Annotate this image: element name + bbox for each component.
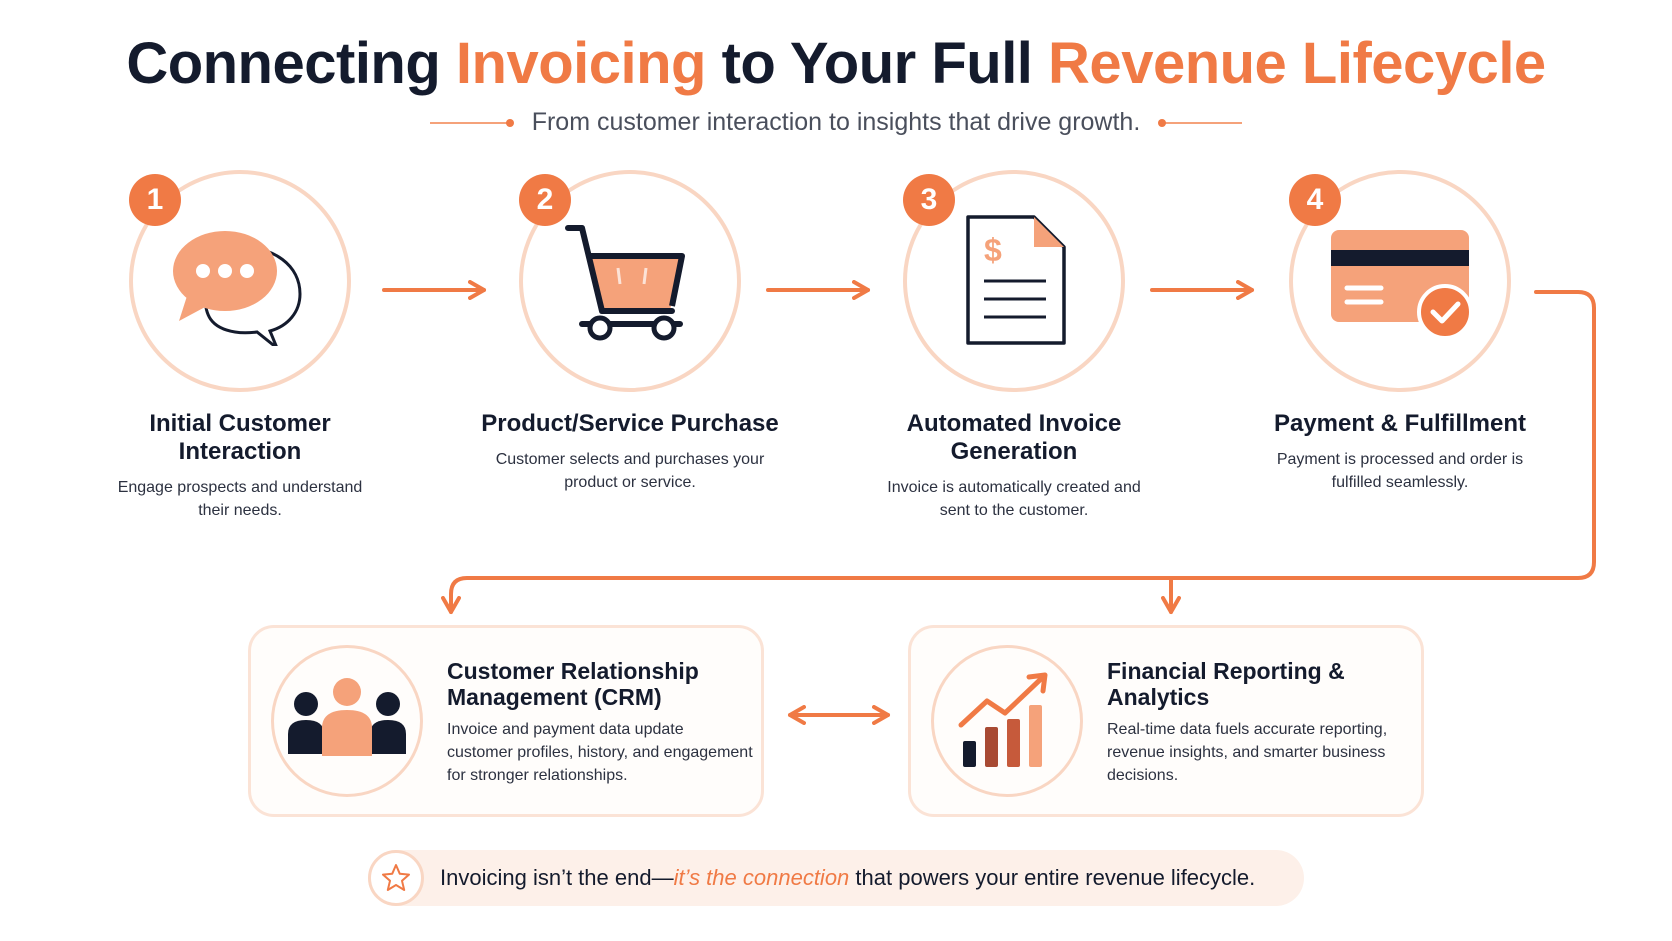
step-automated-invoice-generation: 3 $ Automated Invoice Generation Invoice… bbox=[864, 170, 1164, 522]
footer-text-before: Invoicing isn’t the end— bbox=[440, 865, 674, 890]
card-icon-circle bbox=[931, 645, 1083, 797]
footer-text-highlight: it’s the connection bbox=[673, 865, 850, 890]
footer-banner: Invoicing isn’t the end—it’s the connect… bbox=[368, 850, 1304, 906]
step-number-badge: 2 bbox=[519, 174, 571, 226]
step-title: Product/Service Purchase bbox=[481, 410, 779, 437]
subtitle-divider-left bbox=[429, 118, 514, 127]
invoice-document-icon: $ bbox=[966, 215, 1066, 345]
people-group-icon bbox=[288, 678, 406, 756]
step-icon-circle: 4 bbox=[1289, 170, 1511, 392]
card-title: Financial Reporting & Analytics bbox=[1107, 658, 1345, 710]
footer-text-after: that powers your entire revenue lifecycl… bbox=[849, 865, 1256, 890]
step-description: Payment is processed and order is fulfil… bbox=[1276, 451, 1524, 491]
step-number-badge: 3 bbox=[903, 174, 955, 226]
star-icon bbox=[368, 850, 424, 906]
shopping-cart-icon bbox=[565, 225, 685, 341]
loop-connector bbox=[441, 290, 1596, 614]
subtitle-divider-right bbox=[1158, 118, 1243, 127]
card-financial-reporting: Financial Reporting & Analytics Real-tim… bbox=[908, 625, 1424, 817]
step-icon-circle: 1 bbox=[129, 170, 351, 392]
card-description: Invoice and payment data update customer… bbox=[447, 721, 753, 784]
card-description: Real-time data fuels accurate reporting,… bbox=[1107, 721, 1388, 784]
title-part-1: Connecting bbox=[126, 31, 456, 96]
card-crm: Customer Relationship Management (CRM) I… bbox=[248, 625, 764, 817]
card-title: Customer Relationship Management (CRM) bbox=[447, 658, 699, 710]
step-product-service-purchase: 2 Product/Service Purchase Customer sele… bbox=[480, 170, 780, 494]
step-number-badge: 4 bbox=[1289, 174, 1341, 226]
step-initial-customer-interaction: 1 Initial Customer Interaction Engage pr… bbox=[90, 170, 390, 522]
step-title: Payment & Fulfillment bbox=[1273, 410, 1527, 437]
card-icon-circle bbox=[271, 645, 423, 797]
step-description: Engage prospects and understand their ne… bbox=[117, 479, 363, 519]
bar-chart-growth-icon bbox=[958, 672, 1048, 767]
title-part-2: to Your Full bbox=[705, 31, 1049, 96]
step-title: Automated Invoice Generation bbox=[906, 410, 1122, 465]
subtitle: From customer interaction to insights th… bbox=[531, 108, 1141, 136]
svg-text:$: $ bbox=[984, 232, 1002, 268]
step-icon-circle: 2 bbox=[519, 170, 741, 392]
step-title: Initial Customer Interaction bbox=[149, 410, 331, 465]
step-icon-circle: 3 $ bbox=[903, 170, 1125, 392]
footer-tagline: Invoicing isn’t the end—it’s the connect… bbox=[440, 865, 1255, 891]
step-description: Customer selects and purchases your prod… bbox=[495, 451, 765, 491]
subtitle-row: From customer interaction to insights th… bbox=[0, 108, 1672, 137]
chat-bubbles-icon bbox=[173, 231, 302, 346]
step-description: Invoice is automatically created and sen… bbox=[887, 479, 1141, 519]
title-accent-invoicing: Invoicing bbox=[455, 31, 707, 96]
credit-card-check-icon bbox=[1331, 230, 1473, 340]
title-accent-revenue-lifecycle: Revenue Lifecycle bbox=[1048, 31, 1546, 96]
step-number-badge: 1 bbox=[129, 174, 181, 226]
step-payment-fulfillment: 4 Payment & Fulfillment Payment is proce… bbox=[1250, 170, 1550, 494]
page-title: Connecting Invoicing to Your Full Revenu… bbox=[0, 30, 1672, 97]
